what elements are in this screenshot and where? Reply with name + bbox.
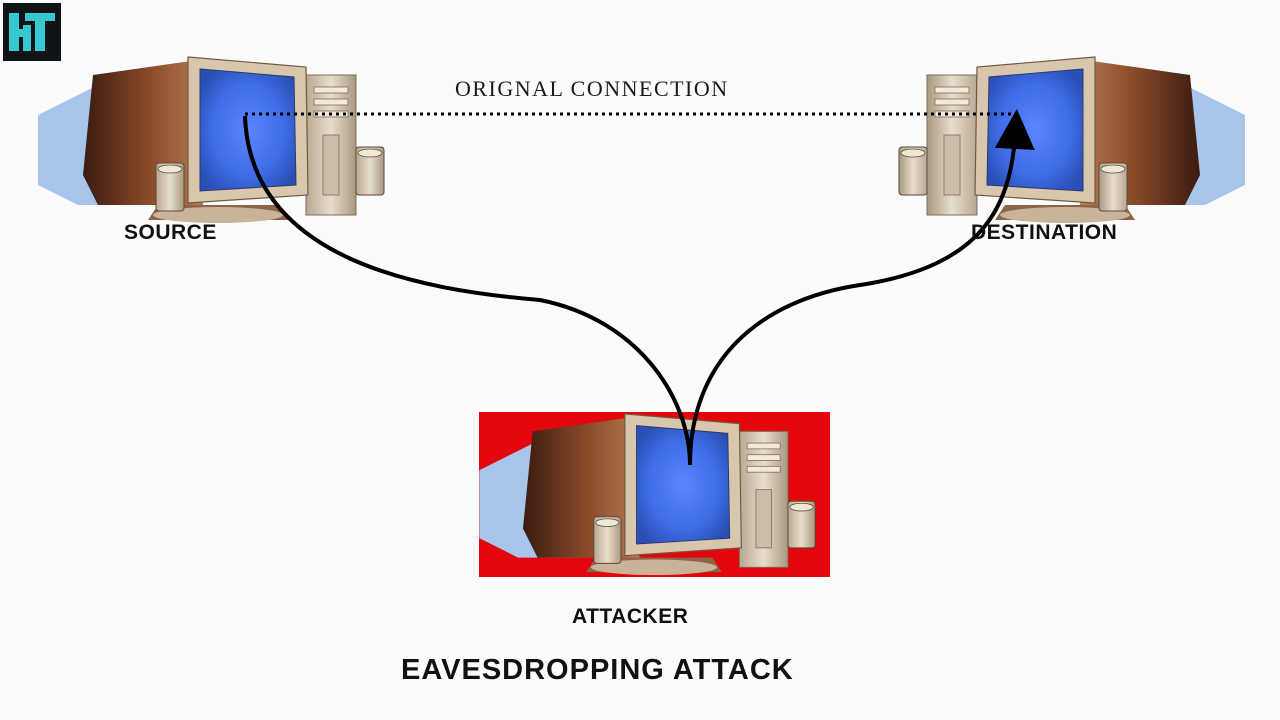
source-label: SOURCE bbox=[124, 221, 217, 244]
attacker-label: ATTACKER bbox=[572, 605, 689, 628]
connection-label: ORIGNAL CONNECTION bbox=[455, 76, 729, 101]
diagram-title: EAVESDROPPING ATTACK bbox=[401, 654, 794, 686]
channel-logo bbox=[3, 3, 61, 61]
logo-mark-icon bbox=[9, 13, 55, 51]
source-to-attacker-line bbox=[243, 115, 692, 466]
attacker-to-destination-line bbox=[688, 109, 1035, 466]
destination-label: DESTINATION bbox=[971, 221, 1118, 244]
